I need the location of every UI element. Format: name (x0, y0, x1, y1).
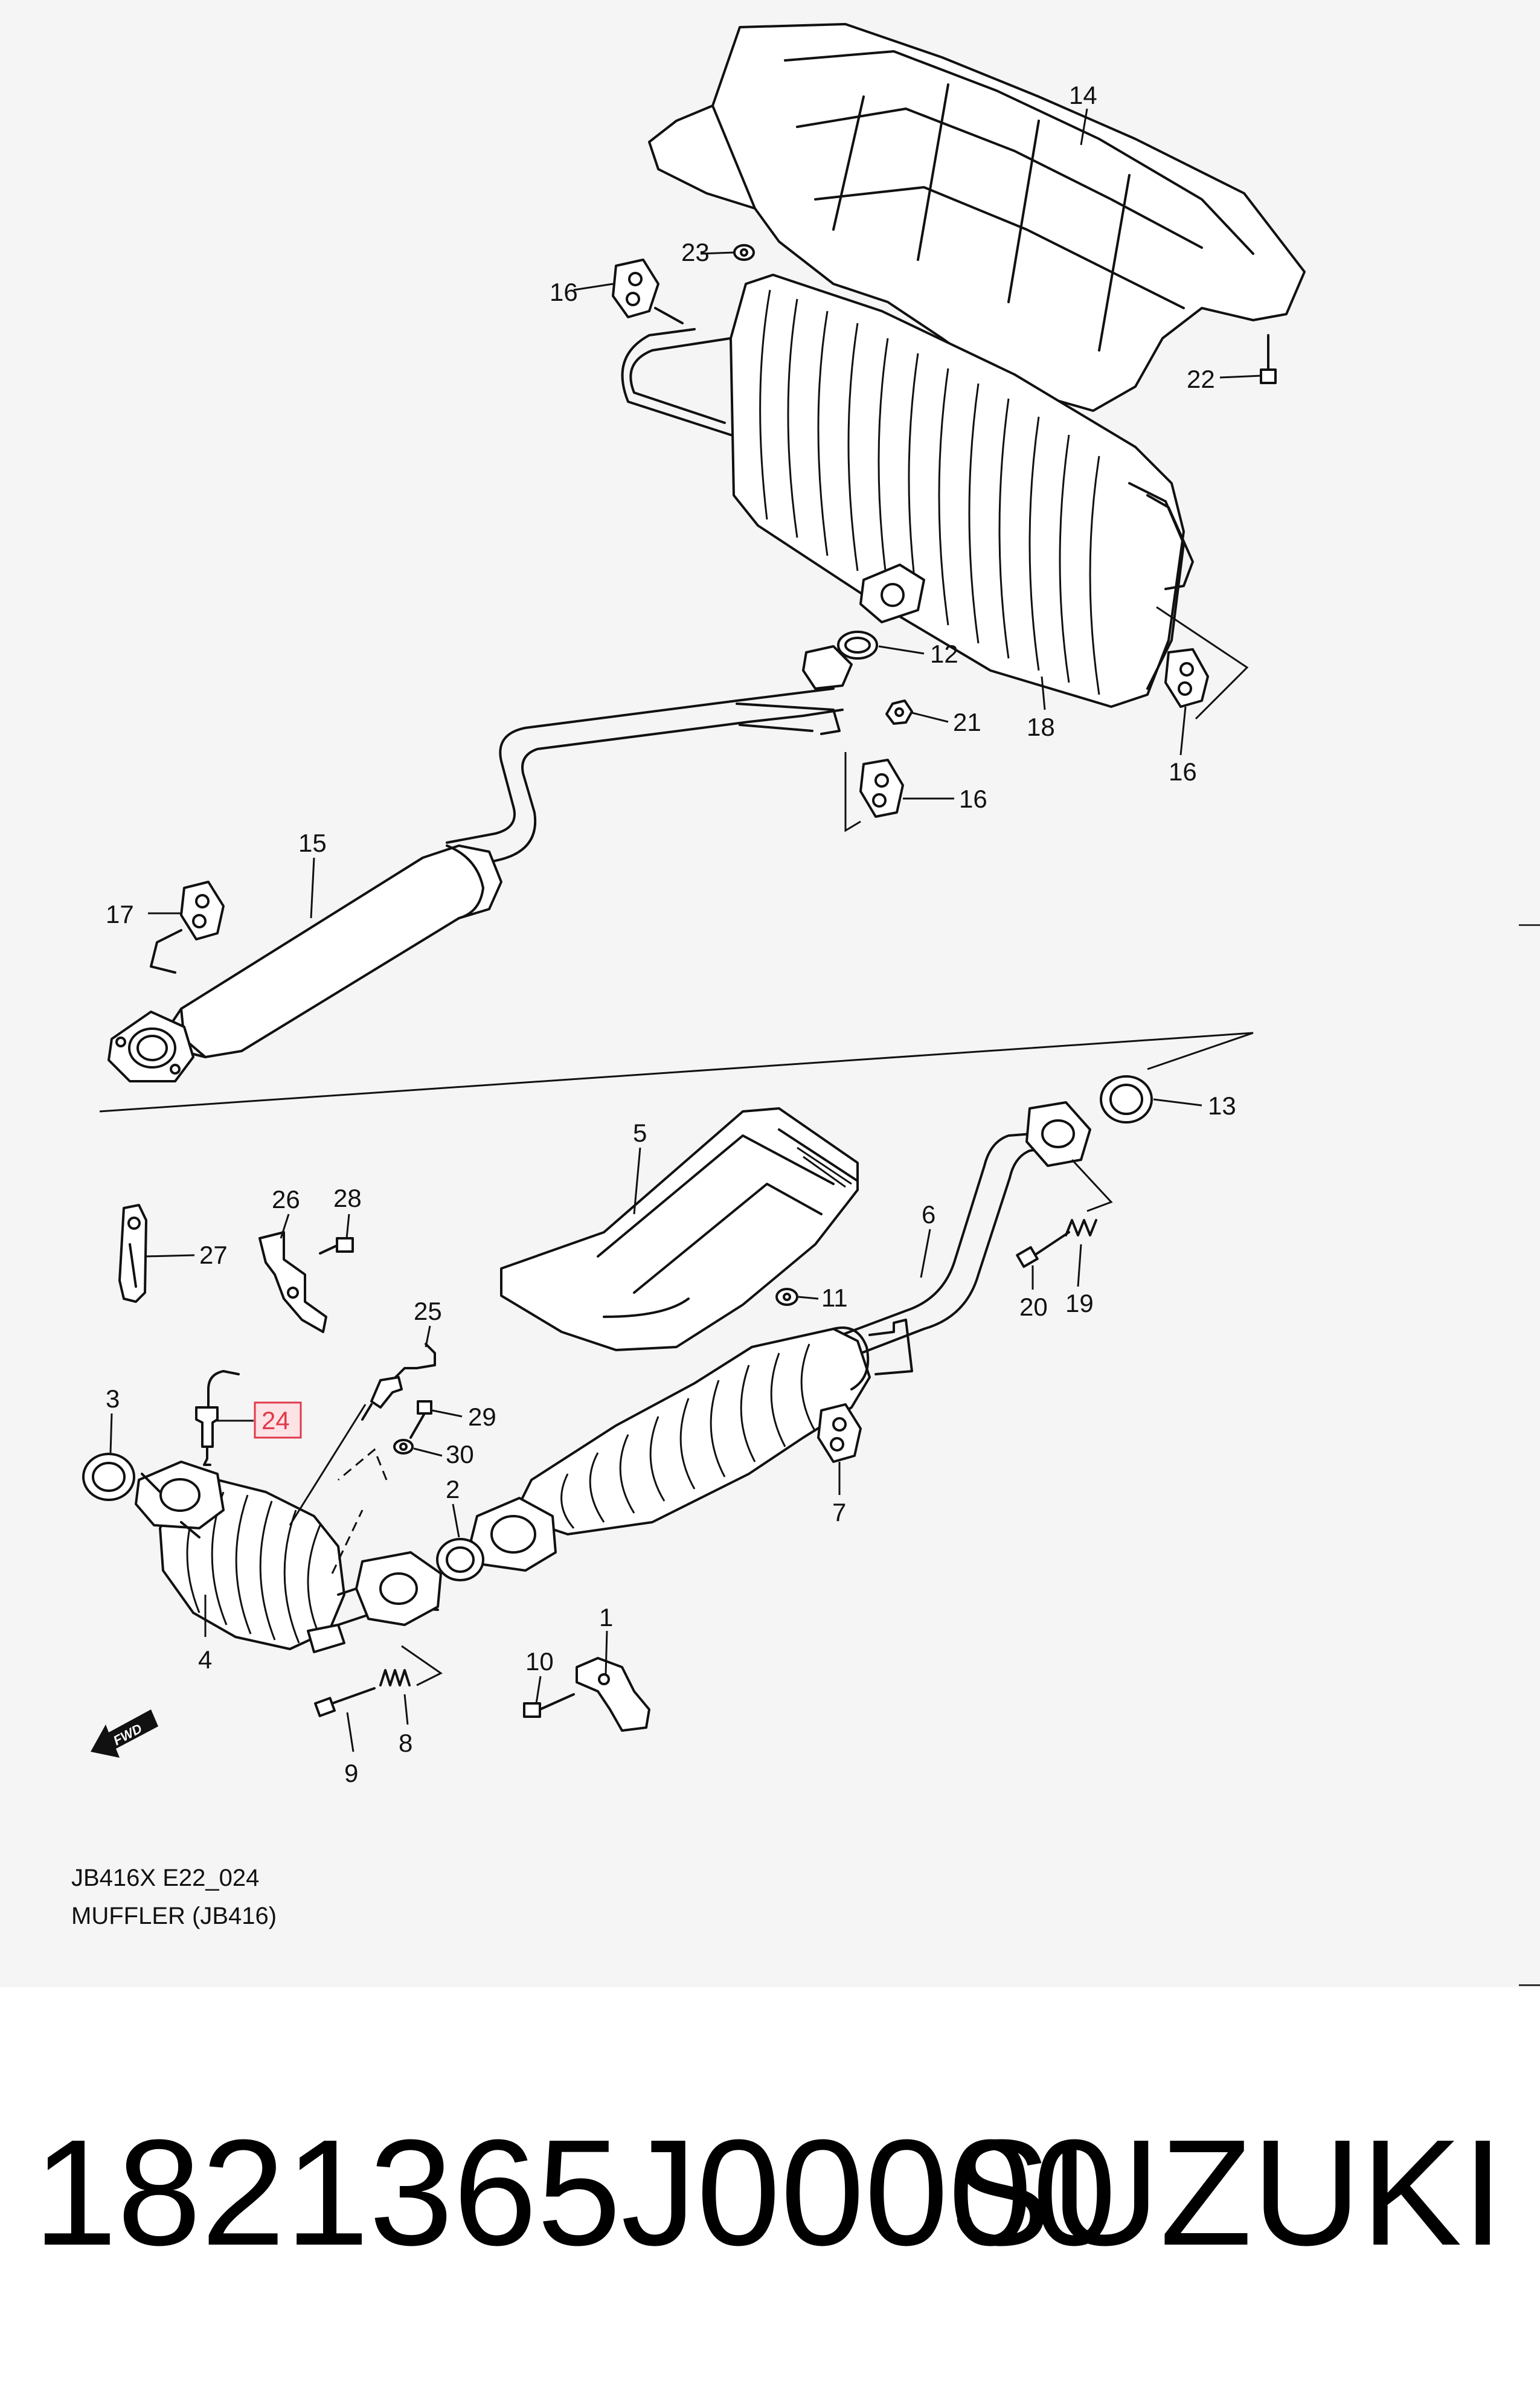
nut-11 (775, 1288, 798, 1306)
callout-10: 10 (525, 1647, 554, 1676)
callout-24-highlight (254, 1401, 302, 1439)
bolt-20 (1016, 1231, 1070, 1268)
callout-3: 3 (106, 1384, 120, 1413)
callout-16-right: 16 (1169, 757, 1197, 786)
callout-18: 18 (1027, 713, 1055, 741)
lower-heat-shield-5 (500, 1107, 859, 1351)
bolt-28 (319, 1237, 354, 1255)
front-pipe-6 (470, 1101, 1091, 1572)
part-number: 1821365J00000 (33, 2108, 1117, 2277)
bolt-9 (314, 1687, 376, 1717)
callout-14: 14 (1069, 81, 1097, 109)
callout-15: 15 (298, 829, 327, 857)
washer-30 (393, 1439, 414, 1455)
bracket-26 (258, 1231, 327, 1333)
callout-19: 19 (1065, 1289, 1094, 1317)
gasket-12 (837, 631, 878, 660)
fwd-arrow-icon: FWD (91, 1709, 158, 1758)
callout-27: 27 (199, 1241, 228, 1269)
bolt-10 (523, 1693, 575, 1718)
bracket-1 (576, 1657, 650, 1732)
spring-19 (1065, 1219, 1097, 1236)
hanger-16-mid (859, 759, 904, 818)
callout-22: 22 (1187, 365, 1215, 393)
bracket-27 (118, 1204, 147, 1303)
callout-5: 5 (633, 1119, 647, 1147)
bolt-22 (1260, 334, 1277, 384)
callout-25: 25 (414, 1297, 442, 1325)
callout-30: 30 (446, 1440, 474, 1468)
hanger-16-top (612, 259, 684, 324)
hanger-17 (150, 881, 225, 974)
callout-9: 9 (344, 1759, 358, 1787)
callout-7: 7 (832, 1498, 846, 1526)
callout-24: 24 (261, 1406, 290, 1435)
callout-11: 11 (821, 1284, 848, 1312)
callout-1: 1 (599, 1603, 613, 1632)
bolt-29 (409, 1400, 432, 1439)
callout-16-top: 16 (550, 278, 578, 306)
heat-shield-14 (648, 23, 1306, 412)
gasket-13 (1100, 1075, 1153, 1124)
nut-23 (733, 244, 755, 261)
gasket-2 (436, 1538, 484, 1581)
edge-tick (1519, 924, 1540, 926)
callout-20: 20 (1019, 1293, 1048, 1321)
edge-tick (1519, 1984, 1540, 1986)
callout-28: 28 (333, 1184, 362, 1212)
oxygen-sensor-25 (361, 1343, 436, 1421)
callout-17: 17 (106, 900, 134, 928)
callout-6: 6 (922, 1200, 935, 1229)
brand-name: SUZUKI (950, 2108, 1504, 2277)
rear-muffler-18 (621, 274, 1194, 708)
exhaust-diagram: FWD 14 (71, 23, 1306, 1929)
leader-lines (109, 108, 1262, 1752)
part-info-bar: 1821365J00000 SUZUKI (0, 2102, 1540, 2283)
callout-26: 26 (272, 1185, 300, 1214)
callouts: 14 23 16 22 12 21 18 16 16 15 17 13 5 6 … (106, 81, 1236, 1787)
callout-13: 13 (1208, 1092, 1236, 1120)
manifold-converter-4 (135, 1461, 442, 1653)
hanger-16-right (1164, 648, 1209, 708)
callout-8: 8 (399, 1729, 412, 1757)
callout-12: 12 (930, 640, 958, 668)
oxygen-sensor-24 (195, 1370, 240, 1466)
callout-16-mid: 16 (959, 785, 987, 813)
spring-8 (379, 1669, 411, 1686)
hanger-7 (817, 1403, 862, 1463)
callout-21: 21 (953, 708, 981, 736)
figure-code: JB416X E22_024 (71, 1865, 259, 1891)
callout-2: 2 (446, 1475, 460, 1503)
callout-23: 23 (681, 238, 710, 266)
figure-title: MUFFLER (JB416) (71, 1903, 277, 1929)
nut-21 (885, 699, 913, 725)
center-muffler-15 (107, 645, 853, 1082)
callout-29: 29 (468, 1403, 496, 1431)
gasket-3 (82, 1453, 135, 1501)
diagram-panel: FWD 14 (71, 23, 1306, 1929)
callout-4: 4 (198, 1645, 212, 1674)
